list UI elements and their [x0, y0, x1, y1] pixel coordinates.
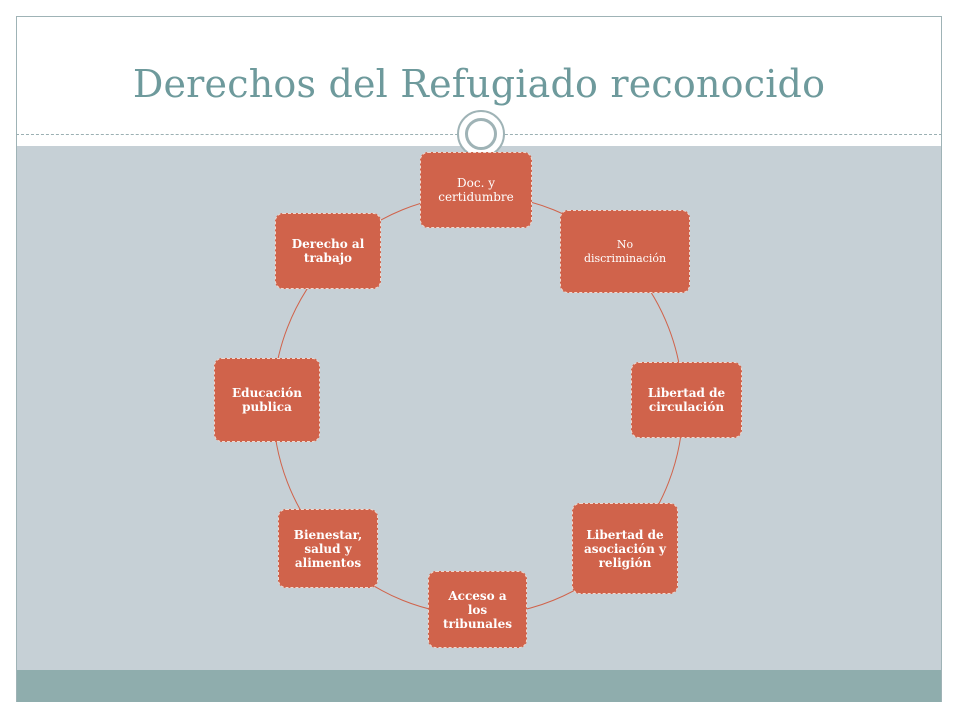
node-acceso-tribunales: Acceso a los tribunales: [428, 571, 527, 648]
node-libertad-asociacion: Libertad de asociación y religión: [572, 503, 678, 594]
footer-bar: [17, 670, 941, 702]
node-educacion-publica: Educación publica: [214, 358, 320, 442]
title-area: Derechos del Refugiado reconocido: [16, 16, 942, 134]
node-doc-certidumbre: Doc. y certidumbre: [420, 152, 532, 228]
slide-title: Derechos del Refugiado reconocido: [132, 62, 826, 106]
node-libertad-circulacion: Libertad de circulación: [631, 362, 742, 438]
circle-ornament-inner: [465, 118, 497, 150]
node-no-discriminacion: No discriminación: [560, 210, 690, 293]
node-derecho-trabajo: Derecho al trabajo: [275, 213, 381, 289]
node-bienestar-salud: Bienestar, salud y alimentos: [278, 509, 378, 588]
